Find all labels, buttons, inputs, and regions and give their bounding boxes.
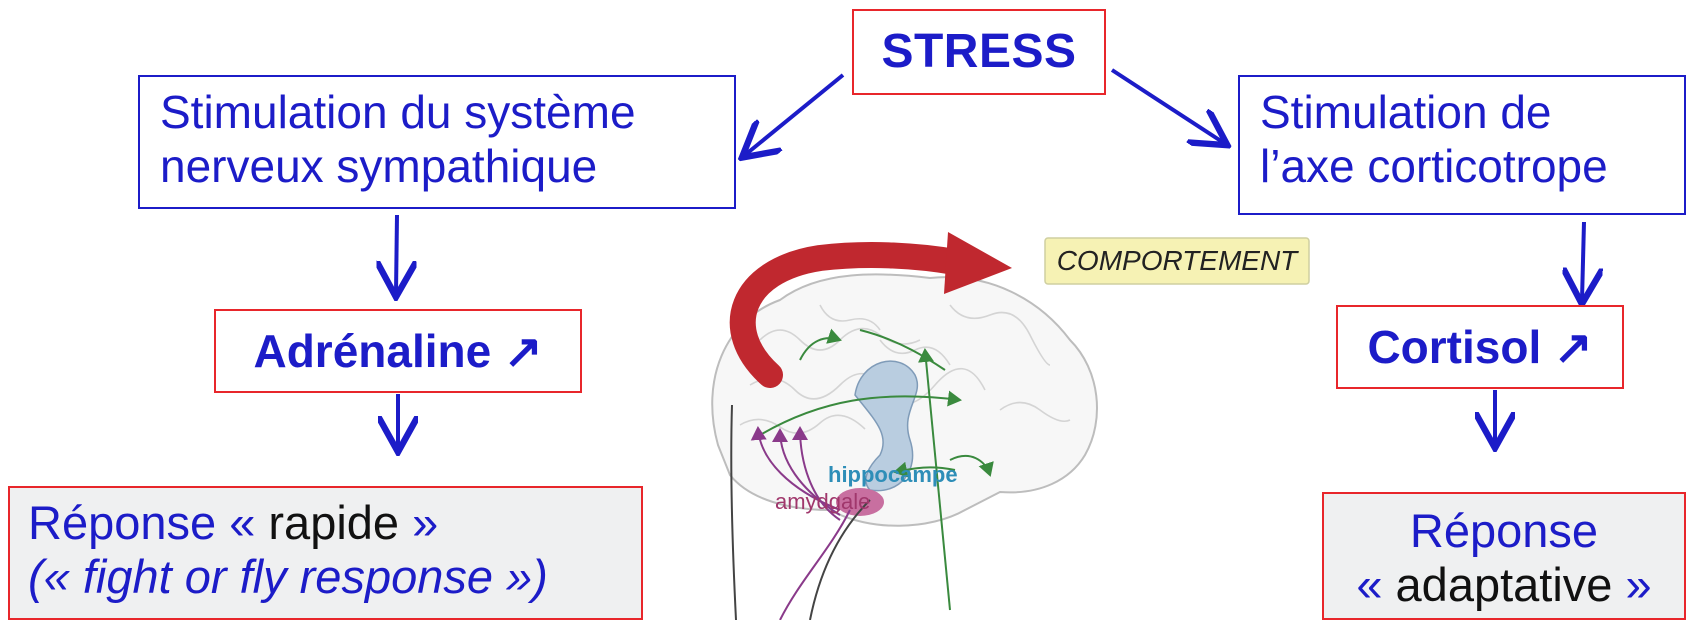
arrow-stress-to-sns (745, 75, 843, 155)
stress-box: STRESS (852, 9, 1106, 95)
adrenaline-increase-arrow-icon: ↗ (504, 324, 543, 378)
rapid-response-box: Réponse « rapide » (« fight or fly respo… (8, 486, 643, 620)
cortisol-box: Cortisol ↗ (1336, 305, 1624, 389)
adaptive-response-suffix: » (1612, 558, 1651, 611)
amygdala-label: amydgale (775, 489, 870, 514)
adaptive-response-box: Réponse « adaptative » (1322, 492, 1686, 620)
arrow-sns-to-adrenaline (396, 215, 397, 293)
corticotrope-stimulation-line-1: Stimulation de (1260, 85, 1684, 139)
brain-illustration: COMPORTEMENT hippocampe amydgale (700, 210, 1340, 620)
adrenaline-box: Adrénaline ↗ (214, 309, 582, 393)
corticotrope-stimulation-line-2: l’axe corticotrope (1260, 139, 1684, 193)
cortisol-label: Cortisol (1367, 320, 1541, 374)
adaptive-response-line-2: « adaptative » (1324, 558, 1684, 612)
behavior-label: COMPORTEMENT (1057, 245, 1299, 276)
arrow-stress-to-axe (1112, 70, 1224, 143)
sympathetic-stimulation-box: Stimulation du système nerveux sympathiq… (138, 75, 736, 209)
stress-label: STRESS (881, 25, 1076, 79)
rapid-response-line-2: (« fight or fly response ») (28, 550, 641, 604)
adaptive-response-word: adaptative (1396, 558, 1613, 611)
sympathetic-stimulation-line-1: Stimulation du système (160, 85, 734, 139)
adrenaline-label: Adrénaline (253, 324, 491, 378)
rapid-response-prefix: Réponse « (28, 496, 268, 549)
rapid-response-suffix: » (399, 496, 438, 549)
adaptive-response-prefix: « (1356, 558, 1395, 611)
adaptive-response-line-1: Réponse (1324, 504, 1684, 558)
rapid-response-word: rapide (268, 496, 399, 549)
hippocampus-label: hippocampe (828, 462, 958, 487)
corticotrope-stimulation-box: Stimulation de l’axe corticotrope (1238, 75, 1686, 215)
arrow-axe-to-cortisol (1582, 222, 1584, 300)
rapid-response-line-1: Réponse « rapide » (28, 496, 641, 550)
sympathetic-stimulation-line-2: nerveux sympathique (160, 139, 734, 193)
cortisol-increase-arrow-icon: ↗ (1554, 320, 1593, 374)
